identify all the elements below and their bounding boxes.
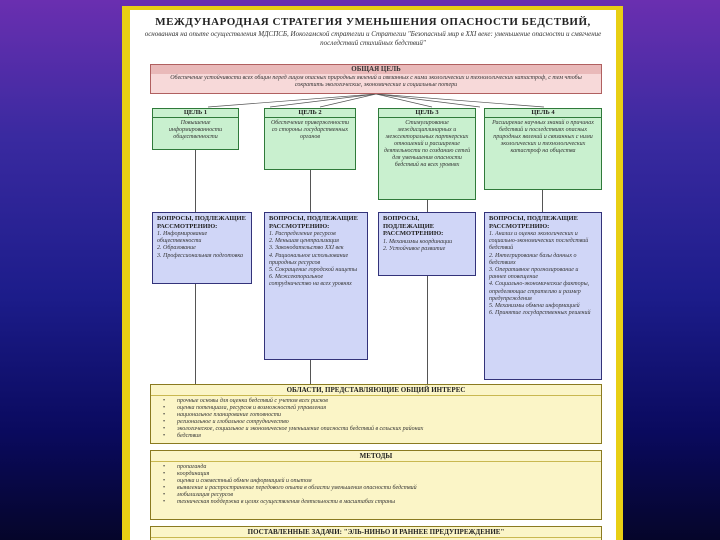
goal-2-text: Обеспечение приверженности со стороны го… xyxy=(270,120,350,140)
methods-item: техническая поддержка в целях осуществле… xyxy=(163,499,601,506)
overall-goal-box: ОБЩАЯ ЦЕЛЬ Обеспечение устойчивости всех… xyxy=(150,64,602,94)
connector-line xyxy=(310,170,311,212)
issue-item: 1. Анализ и оценка экологических и социа… xyxy=(489,231,589,252)
methods-item: пропаганда xyxy=(163,464,601,471)
issue-item: 3. Оперативное прогнозирование и раннее … xyxy=(489,267,579,281)
issues-1-box: ВОПРОСЫ, ПОДЛЕЖАЩИЕ РАССМОТРЕНИЮ: 1. Инф… xyxy=(152,212,252,284)
document-subtitle: основанная на опыте осуществления МДСПСБ… xyxy=(144,30,602,47)
issues-4-list: 1. Анализ и оценка экологических и социа… xyxy=(485,230,601,318)
overall-goal-text: Обеспечение устойчивости всех общин пере… xyxy=(170,75,582,88)
issue-item: 4. Социально-экономические факторы, опре… xyxy=(489,281,590,302)
issues-2-box: ВОПРОСЫ, ПОДЛЕЖАЩИЕ РАССМОТРЕНИЮ: 1. Рас… xyxy=(264,212,368,360)
methods-item: координация xyxy=(163,471,601,478)
issue-item: 3. Законодательство XXI век xyxy=(269,245,344,252)
issues-3-box: ВОПРОСЫ, ПОДЛЕЖАЩИЕ РАССМОТРЕНИЮ: 1. Мех… xyxy=(378,212,476,276)
methods-item: выявление и распространение передового о… xyxy=(163,485,601,492)
methods-item: оценка и совместный обмен информацией и … xyxy=(163,478,601,485)
document-title: МЕЖДУНАРОДНАЯ СТРАТЕГИЯ УМЕНЬШЕНИЯ ОПАСН… xyxy=(155,16,591,28)
issue-item: 2. Меньшая централизация xyxy=(269,238,339,245)
connector-line xyxy=(427,200,428,212)
common-interest-item: региональное и глобальное сотрудничество xyxy=(163,419,601,426)
overall-goal-header: ОБЩАЯ ЦЕЛЬ xyxy=(151,65,601,74)
connector-arrows xyxy=(207,94,545,108)
goal-1-box: ЦЕЛЬ 1 Повышение информированности общес… xyxy=(152,108,239,150)
common-interest-box: ОБЛАСТИ, ПРЕДСТАВЛЯЮЩИЕ ОБЩИЙ ИНТЕРЕС пр… xyxy=(150,384,602,444)
goal-4-header: ЦЕЛЬ 4 xyxy=(485,109,601,118)
connector-line xyxy=(195,284,196,384)
issue-item: 6. Межсекторальное сотрудничество на все… xyxy=(269,274,352,288)
connector-line xyxy=(195,150,196,212)
issue-item: 4. Рациональное использование природных … xyxy=(269,252,349,266)
common-interest-list: прочные основы для оценки бедствий с уче… xyxy=(151,398,601,440)
common-interest-item: национальное планирование готовности xyxy=(163,412,601,419)
issue-item: 5. Механизмы обмена информацией xyxy=(489,303,580,310)
methods-box: МЕТОДЫ пропаганда координация оценка и с… xyxy=(150,450,602,520)
goal-3-text: Стимулирование междисциплинарных и межсе… xyxy=(383,120,471,168)
tasks-box: ПОСТАВЛЕННЫЕ ЗАДАЧИ: "ЭЛЬ-НИНЬО И РАННЕЕ… xyxy=(150,526,602,540)
issues-3-list: 1. Механизмы координации 2. Устойчивое р… xyxy=(379,238,475,254)
issue-item: 5. Сокращение городской нищеты xyxy=(269,267,358,274)
issues-4-header: ВОПРОСЫ, ПОДЛЕЖАЩИЕ РАССМОТРЕНИЮ: xyxy=(489,215,578,230)
goal-3-header: ЦЕЛЬ 3 xyxy=(379,109,475,118)
issues-4-box: ВОПРОСЫ, ПОДЛЕЖАЩИЕ РАССМОТРЕНИЮ: 1. Ана… xyxy=(484,212,602,380)
issue-item: 2. Интегрирование базы данных о бедствия… xyxy=(489,252,577,266)
issue-item: 1. Механизмы координации xyxy=(383,238,453,245)
strategy-document: МЕЖДУНАРОДНАЯ СТРАТЕГИЯ УМЕНЬШЕНИЯ ОПАСН… xyxy=(130,10,616,540)
issue-item: 2. Устойчивое развитие xyxy=(383,245,446,252)
common-interest-item: бедствия xyxy=(163,433,601,440)
common-interest-item: прочные основы для оценки бедствий с уче… xyxy=(163,398,601,405)
issue-item: 1. Распределение ресурсов xyxy=(269,231,336,237)
issues-1-header: ВОПРОСЫ, ПОДЛЕЖАЩИЕ РАССМОТРЕНИЮ: xyxy=(157,215,246,230)
methods-item: мобилизация ресурсов xyxy=(163,492,601,499)
issue-item: 1. Информирование общественности xyxy=(157,231,208,245)
goal-4-box: ЦЕЛЬ 4 Расширение научных знаний о причи… xyxy=(484,108,602,190)
goal-3-box: ЦЕЛЬ 3 Стимулирование междисциплинарных … xyxy=(378,108,476,200)
issue-item: 2. Образование xyxy=(157,245,196,252)
common-interest-item: экологическое, социальное и экономическо… xyxy=(163,426,601,433)
issues-2-header: ВОПРОСЫ, ПОДЛЕЖАЩИЕ РАССМОТРЕНИЮ: xyxy=(269,215,358,230)
goal-2-box: ЦЕЛЬ 2 Обеспечение приверженности со сто… xyxy=(264,108,356,170)
goal-1-text: Повышение информированности общественнос… xyxy=(168,120,223,140)
tasks-header: ПОСТАВЛЕННЫЕ ЗАДАЧИ: "ЭЛЬ-НИНЬО И РАННЕЕ… xyxy=(151,527,601,538)
connector-line xyxy=(427,276,428,384)
goal-1-header: ЦЕЛЬ 1 xyxy=(153,109,238,118)
issues-3-header: ВОПРОСЫ, ПОДЛЕЖАЩИЕ РАССМОТРЕНИЮ: xyxy=(383,215,444,237)
common-interest-item: оценка потенциала, ресурсов и возможност… xyxy=(163,405,601,412)
connector-line xyxy=(310,360,311,384)
methods-header: МЕТОДЫ xyxy=(151,451,601,462)
connector-line xyxy=(542,190,543,212)
issue-item: 3. Профессиональная подготовка xyxy=(157,252,243,259)
issues-1-list: 1. Информирование общественности 2. Обра… xyxy=(153,230,251,261)
issue-item: 6. Принятие государственных решений xyxy=(489,310,591,317)
methods-list: пропаганда координация оценка и совместн… xyxy=(151,464,601,506)
goal-4-text: Расширение научных знаний о причинах бед… xyxy=(492,120,594,154)
common-interest-header: ОБЛАСТИ, ПРЕДСТАВЛЯЮЩИЕ ОБЩИЙ ИНТЕРЕС xyxy=(151,385,601,396)
issues-2-list: 1. Распределение ресурсов 2. Меньшая цен… xyxy=(265,230,367,290)
goal-2-header: ЦЕЛЬ 2 xyxy=(265,109,355,118)
